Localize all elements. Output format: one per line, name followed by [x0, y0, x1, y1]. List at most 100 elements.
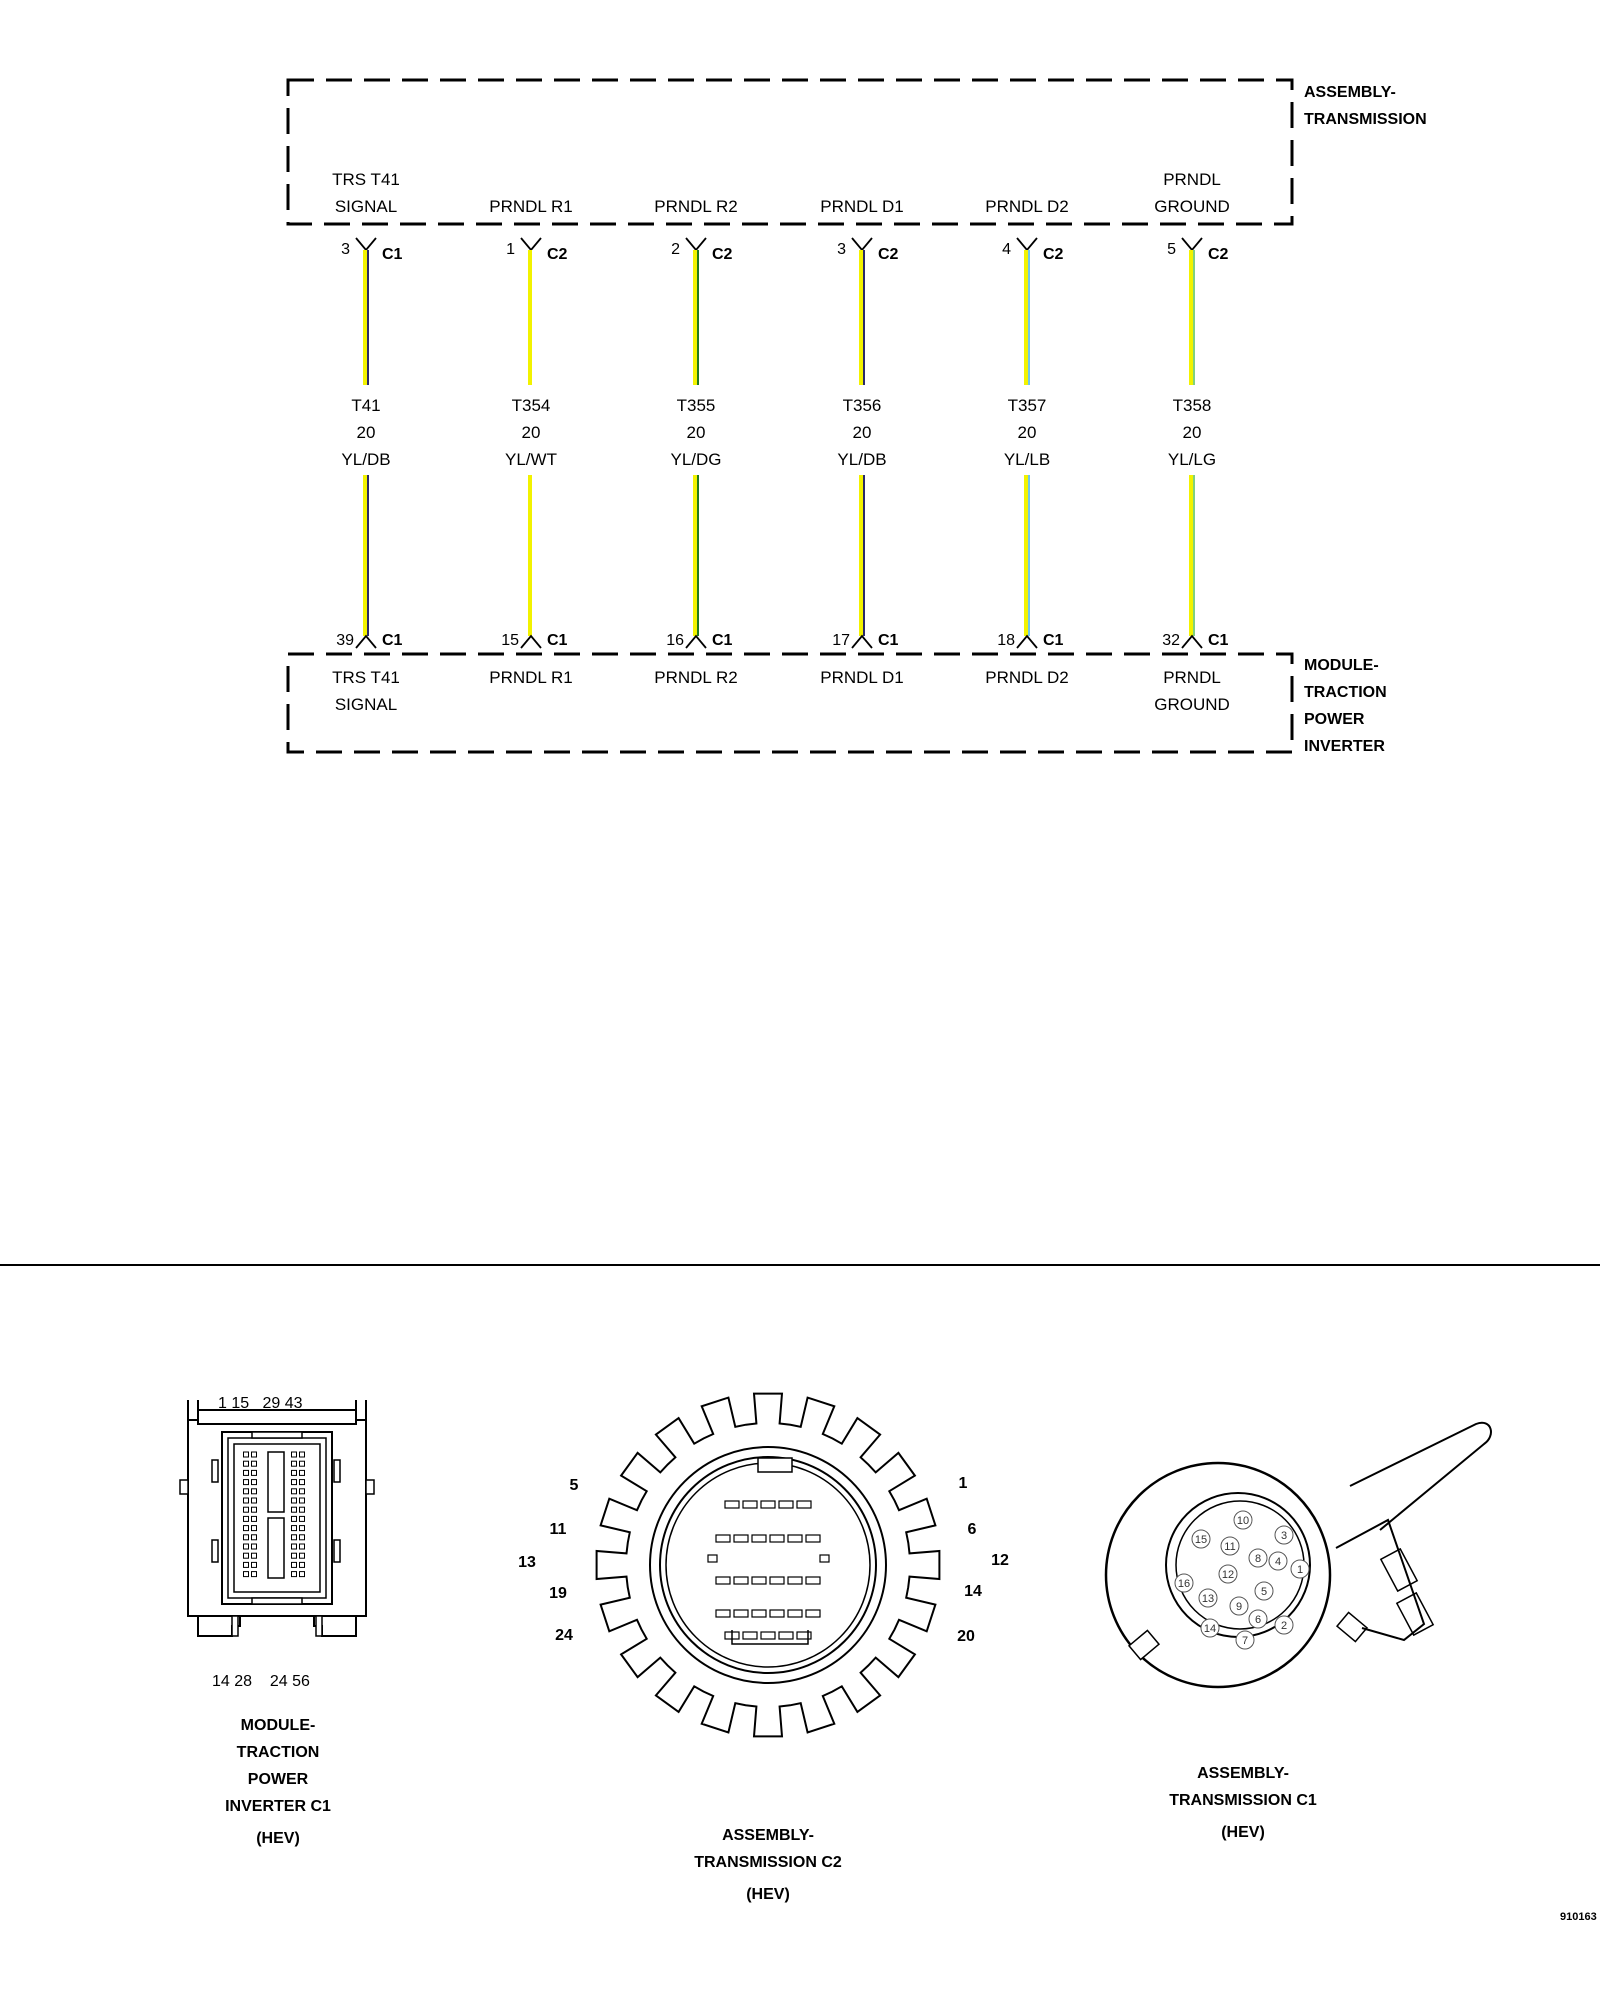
transmission-c1-caption: ASSEMBLY-TRANSMISSION C1(HEV): [1169, 1765, 1317, 1841]
c2-left-pin-number: 19: [549, 1585, 567, 1602]
c1-cavity: 9: [1229, 1596, 1249, 1616]
svg-text:8: 8: [1255, 1553, 1261, 1565]
wire-stripe: [1193, 475, 1195, 636]
svg-text:2: 2: [1281, 1620, 1287, 1632]
wire-stripe: [1028, 475, 1030, 636]
bottom-label-T358: GROUND: [1154, 695, 1230, 714]
c1-cavity: 1: [1290, 1559, 1310, 1579]
inverter-c1-bottom-pins: 14 28 24 56: [212, 1673, 310, 1690]
top-connector-id: C2: [878, 246, 899, 263]
wire-segment: [363, 475, 369, 636]
wire-segment: [363, 250, 369, 385]
c1-cavity: 7: [1235, 1630, 1255, 1650]
wire-color-code: YL/DG: [670, 450, 721, 469]
c2-left-pin-number: 11: [550, 1521, 567, 1538]
bottom-pin-number: 15: [501, 632, 519, 649]
wire-circuit-id: T357: [1008, 396, 1047, 415]
bottom-connector-id: C1: [878, 632, 899, 649]
wire-segment: [859, 250, 865, 385]
wire-segment: [1189, 250, 1195, 385]
wire-stripe: [697, 475, 699, 636]
c1-cavity: 4: [1268, 1551, 1288, 1571]
c1-cavity: 16: [1174, 1573, 1194, 1593]
wire-segment: [693, 475, 699, 636]
top-pin-number: 3: [837, 241, 846, 258]
wire-segment: [1024, 475, 1030, 636]
wire-circuit-id: T41: [351, 396, 380, 415]
top-pin-number: 2: [671, 241, 680, 258]
transmission-c1-caption-line: TRANSMISSION C1: [1169, 1792, 1317, 1809]
wire-segment: [1024, 250, 1030, 385]
svg-text:15: 15: [1195, 1534, 1207, 1546]
wire-stripe: [367, 475, 369, 636]
wire-gauge: 20: [357, 423, 376, 442]
top-connector-id: C2: [1208, 246, 1229, 263]
bottom-pin-number: 32: [1162, 632, 1180, 649]
c1-cavity: 3: [1274, 1525, 1294, 1545]
wire-stripe: [863, 475, 865, 636]
top-label-T358: PRNDL: [1163, 170, 1221, 189]
bottom-label-T41: TRS T41: [332, 668, 400, 687]
wire-segment: [1189, 475, 1195, 636]
top-label-T354: PRNDL R1: [489, 197, 572, 216]
inverter-c1-top-pins: 1 15 29 43: [218, 1395, 303, 1412]
assembly-transmission-box: [286, 78, 1294, 226]
wire-segment: [693, 250, 699, 385]
c1-cavity: 12: [1218, 1564, 1238, 1584]
bottom-box-title-3: POWER: [1304, 711, 1365, 728]
svg-text:3: 3: [1281, 1530, 1287, 1542]
transmission-c2-caption-line: TRANSMISSION C2: [694, 1854, 842, 1871]
transmission-c2-caption-line: (HEV): [746, 1886, 790, 1903]
bottom-pin-number: 39: [336, 632, 354, 649]
bottom-label-T355: PRNDL R2: [654, 668, 737, 687]
bottom-connector-id: C1: [1208, 632, 1229, 649]
bottom-label-T356: PRNDL D1: [820, 668, 903, 687]
wire-circuit-id: T358: [1173, 396, 1212, 415]
svg-text:7: 7: [1242, 1635, 1248, 1647]
wire-stripe: [697, 250, 699, 385]
transmission-c1-caption-line: (HEV): [1221, 1824, 1265, 1841]
bottom-pin-number: 18: [997, 632, 1015, 649]
c2-left-pin-number: 5: [570, 1477, 579, 1494]
svg-text:11: 11: [1224, 1541, 1235, 1553]
c2-right-pin-number: 1: [959, 1475, 968, 1492]
bottom-terminal-symbol: [685, 634, 707, 649]
wire-gauge: 20: [1183, 423, 1202, 442]
c2-right-pin-number: 14: [964, 1583, 982, 1600]
wire-stripe: [1028, 250, 1030, 385]
wire-circuit-id: T355: [677, 396, 716, 415]
bottom-connector-id: C1: [382, 632, 403, 649]
bottom-box-title-1: MODULE-: [1304, 657, 1379, 674]
top-terminal-symbol: [1016, 237, 1038, 252]
wire-color-code: YL/LB: [1004, 450, 1050, 469]
wire-stripe: [863, 250, 865, 385]
svg-text:4: 4: [1275, 1556, 1281, 1568]
c2-right-pin-number: 6: [968, 1521, 977, 1538]
top-label-T41: TRS T41: [332, 170, 400, 189]
inverter-c1-caption-line: POWER: [248, 1771, 309, 1788]
wire-color-code: YL/DB: [341, 450, 390, 469]
transmission-c2-caption: ASSEMBLY-TRANSMISSION C2(HEV): [694, 1827, 842, 1903]
top-terminal-symbol: [520, 237, 542, 252]
inverter-c1-caption-line: MODULE-: [241, 1717, 316, 1734]
figure-id: 910163: [1560, 1911, 1597, 1923]
top-label-T357: PRNDL D2: [985, 197, 1068, 216]
c1-cavity: 14: [1200, 1618, 1220, 1638]
wire-circuit-id: T354: [512, 396, 551, 415]
wire-gauge: 20: [1018, 423, 1037, 442]
bottom-label-T354: PRNDL R1: [489, 668, 572, 687]
svg-text:12: 12: [1222, 1569, 1234, 1581]
bottom-connector-id: C1: [712, 632, 733, 649]
wire-circuit-id: T356: [843, 396, 882, 415]
transmission-c2-outline: [595, 1392, 941, 1738]
svg-text:1: 1: [1297, 1564, 1303, 1576]
